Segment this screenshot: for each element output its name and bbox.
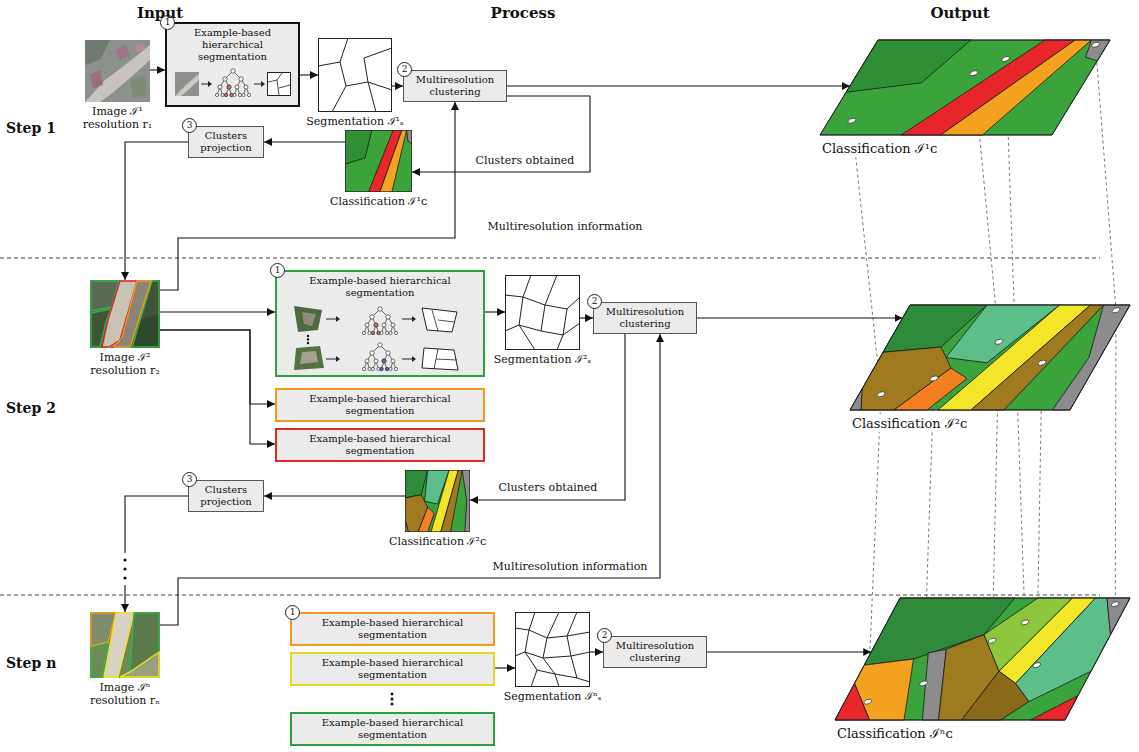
connector	[150, 69, 165, 70]
map-caption: Classification ℐ²ᴄ	[850, 414, 969, 432]
connector	[507, 85, 850, 86]
callout-number: 2	[587, 294, 602, 309]
satellite-image	[85, 40, 150, 102]
classification-image: Classification ℐ¹ᴄ	[345, 130, 412, 192]
input-image: Image ℐ¹ resolution r₁	[85, 40, 150, 102]
input-image: Image ℐⁿ resolution rₙ	[90, 612, 160, 678]
connector	[300, 74, 318, 75]
row-heading: Step n	[6, 655, 56, 671]
callout-number: 2	[397, 62, 412, 77]
connector	[590, 651, 603, 652]
column-heading: Input	[137, 4, 183, 22]
classification-image	[405, 470, 470, 532]
segmentation-sketch	[173, 66, 293, 102]
process-box: 1Example-based hierarchical segmentation	[290, 612, 495, 646]
image-caption: Classification ℐ²ᴄ	[387, 535, 488, 548]
segmentation-sketch	[282, 302, 478, 372]
box-label: Example-based hierarchical segmentation	[170, 27, 295, 63]
process-box: 3Clusters projection	[188, 126, 264, 158]
connector	[160, 334, 660, 625]
segmentation-image: Segmentation ℐ²ₛ	[505, 275, 580, 350]
satellite-image	[90, 280, 160, 348]
connector	[125, 496, 188, 612]
row-heading: Step 2	[6, 400, 56, 416]
input-image: Image ℐ² resolution r₂	[90, 280, 160, 348]
classification-map	[850, 305, 1130, 410]
box-label: Example-based hierarchical segmentation	[280, 275, 480, 299]
connector	[485, 311, 505, 312]
classification-map	[820, 40, 1110, 135]
column-heading: Output	[930, 4, 989, 22]
edge-label: Clusters obtained	[474, 154, 577, 167]
process-box: 1Example-based hierarchical segmentation	[165, 22, 300, 107]
callout-number: 3	[182, 118, 197, 133]
process-box: 2Multiresolution clustering	[593, 302, 697, 334]
callout-number: 3	[182, 472, 197, 487]
box-label: Multiresolution clustering	[607, 640, 703, 664]
classification-image: Classification ℐ²ᴄ	[405, 470, 470, 532]
process-box: Example-based hierarchical segmentation	[290, 652, 495, 686]
callout-number: 2	[597, 628, 612, 643]
column-heading: Process	[491, 4, 556, 22]
box-label: Multiresolution clustering	[407, 74, 503, 98]
classification-map: Classification ℐ¹ᴄ	[820, 40, 1110, 135]
connector	[412, 96, 590, 172]
box-label: Clusters projection	[192, 484, 260, 508]
box-label: Example-based hierarchical segmentation	[295, 717, 490, 741]
segmentation-image: Segmentation ℐⁿₛ	[515, 612, 590, 687]
connector	[470, 334, 625, 500]
connector	[264, 495, 405, 496]
edge-label: Multiresolution information	[486, 220, 645, 233]
process-box: 1Example-based hierarchical segmentation	[275, 270, 485, 377]
row-heading: Step 1	[6, 120, 56, 136]
classification-map: Classification ℐⁿᴄ	[835, 598, 1130, 720]
connector	[160, 330, 275, 444]
connector	[160, 311, 275, 312]
connector	[580, 317, 593, 318]
image-caption: Segmentation ℐⁿₛ	[502, 690, 604, 703]
box-label: Multiresolution clustering	[597, 306, 693, 330]
segmentation-image	[515, 612, 590, 687]
edge-label: Clusters obtained	[497, 481, 600, 494]
process-box: Example-based hierarchical segmentation	[290, 712, 495, 746]
box-label: Example-based hierarchical segmentation	[295, 657, 490, 681]
classification-map: Classification ℐ²ᴄ	[850, 305, 1130, 410]
connector	[697, 317, 903, 318]
classification-map	[835, 598, 1130, 720]
satellite-image	[90, 612, 160, 678]
image-caption: Image ℐⁿ resolution rₙ	[77, 681, 173, 707]
box-label: Example-based hierarchical segmentation	[280, 393, 480, 417]
callout-number: 1	[270, 263, 285, 278]
segmentation-image: Segmentation ℐ¹ₛ	[318, 38, 392, 112]
segmentation-image	[505, 275, 580, 350]
image-caption: Segmentation ℐ¹ₛ	[304, 115, 405, 128]
image-caption: Segmentation ℐ²ₛ	[492, 353, 593, 366]
process-box: 3Clusters projection	[188, 480, 264, 512]
connector	[495, 667, 515, 668]
process-box: Example-based hierarchical segmentation	[275, 388, 485, 422]
box-label: Example-based hierarchical segmentation	[280, 433, 480, 457]
map-caption: Classification ℐ¹ᴄ	[820, 139, 939, 157]
process-box: 2Multiresolution clustering	[403, 70, 507, 102]
connector	[160, 102, 455, 290]
map-caption: Classification ℐⁿᴄ	[835, 724, 955, 742]
box-label: Clusters projection	[192, 130, 260, 154]
connector	[160, 330, 275, 404]
process-box: Example-based hierarchical segmentation	[275, 428, 485, 462]
connector	[392, 85, 403, 86]
box-label: Example-based hierarchical segmentation	[295, 617, 490, 641]
image-caption: Image ℐ¹ resolution r₁	[70, 105, 166, 131]
segmentation-image	[318, 38, 392, 112]
callout-number: 1	[285, 605, 300, 620]
connector	[707, 651, 871, 652]
image-caption: Image ℐ² resolution r₂	[77, 351, 173, 377]
connector	[264, 141, 345, 142]
image-caption: Classification ℐ¹ᴄ	[328, 195, 429, 208]
edge-label: Multiresolution information	[491, 560, 650, 573]
classification-image	[345, 130, 412, 192]
process-box: 2Multiresolution clustering	[603, 636, 707, 668]
